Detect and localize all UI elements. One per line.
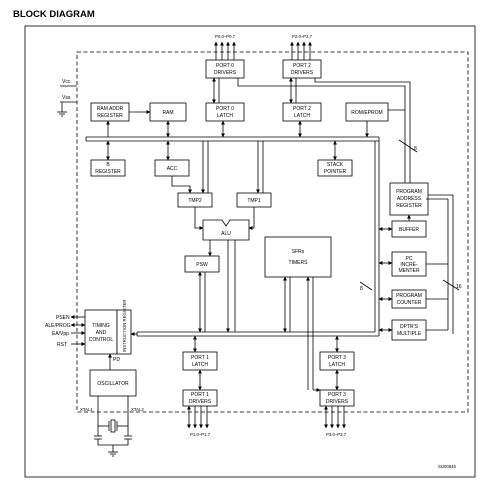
psw-block (184, 255, 220, 273)
port0-drivers-line1: PORT 0 (216, 63, 234, 69)
vcc-label: Vcc (62, 79, 71, 85)
alu-label: ALU (221, 231, 231, 237)
port3-drivers-block (319, 389, 355, 407)
ea-vpp-label: EA/Vpp (52, 331, 69, 337)
p2-pins-label: P2.0–P2.7 (292, 34, 313, 39)
port2-drivers-line2: DRIVERS (291, 70, 314, 76)
stack-line2: POINTER (324, 169, 347, 175)
p0-pin-arrows (214, 41, 236, 60)
instruction-register-label: INSTRUCTION REGISTER (122, 299, 127, 352)
program-address-register-block (389, 182, 429, 216)
pc-line1: PROGRAM (396, 293, 422, 299)
p3-pin-arrows (324, 405, 346, 429)
port0-latch-line2: LATCH (217, 113, 233, 119)
internal-data-bus (85, 136, 379, 142)
bus-width-label-16: 16 (456, 284, 462, 290)
b-register-line1: B (106, 162, 110, 168)
port2-latch-line2: LATCH (294, 113, 310, 119)
timing-control-block (84, 309, 118, 355)
buffer-label: BUFFER (399, 227, 419, 233)
port3-drivers-line1: PORT 3 (328, 392, 346, 398)
psen-label: PSEN (56, 315, 70, 321)
ale-prog-label: ALE/PROG (45, 323, 71, 329)
port0-latch-line1: PORT 0 (216, 106, 234, 112)
rst-label: RST (57, 342, 67, 348)
tmp2-label: TMP2 (188, 198, 202, 204)
pc-addr-line3: REGISTER (396, 203, 422, 209)
port1-drivers-line2: DRIVERS (189, 399, 212, 405)
psw-label: PSW (196, 262, 208, 268)
vss-label: Vss (62, 95, 71, 101)
capacitor-symbol-icon (94, 420, 132, 457)
p2-pin-arrows (290, 41, 312, 60)
sfrs-label: SFRs (292, 249, 305, 255)
pc-addr-line1: PROGRAM (396, 189, 422, 195)
pd-label: PD (113, 357, 120, 363)
figure-code: SU00845 (438, 464, 457, 469)
port2-drivers-block (282, 59, 322, 79)
port3-latch-line2: LATCH (329, 362, 345, 368)
dptr-line2: MULTIPLE (397, 331, 422, 337)
stack-line1: STACK (327, 162, 344, 168)
p0-pins-label: P0.0–P0.7 (215, 34, 236, 39)
acc-label: ACC (167, 166, 178, 172)
timing-line2: AND (96, 330, 107, 336)
crystal-symbol-icon (98, 419, 128, 433)
sfrs-timers-block (264, 236, 332, 278)
port1-latch-line2: LATCH (192, 362, 208, 368)
bus-width-label-8-top: 8 (414, 146, 417, 152)
bus-width-label-8-mid: 8 (360, 286, 363, 292)
chip-boundary (76, 51, 469, 413)
timers-label: TIMERS (289, 260, 309, 266)
p1-pins-label: P1.0–P1.7 (190, 432, 211, 437)
alu-block (202, 219, 250, 241)
port0-latch-block (205, 102, 245, 122)
pc-addr-line2: ADDRESS (397, 196, 422, 202)
address-bus-16 (426, 194, 460, 334)
port2-latch-block (282, 102, 322, 122)
rom-eprom-label: ROM/EPROM (351, 110, 382, 116)
port2-drivers-line1: PORT 2 (293, 63, 311, 69)
p3-pins-label: P3.0–P3.7 (326, 432, 347, 437)
b-register-line2: REGISTER (95, 169, 121, 175)
pc-inc-line2: INCRE- (400, 262, 418, 268)
diagram-title: BLOCK DIAGRAM (13, 9, 95, 20)
ram-addr-line2: REGISTER (97, 113, 123, 119)
timing-line3: CONTROL (89, 337, 114, 343)
oscillator-block (89, 369, 137, 397)
outer-frame (24, 25, 476, 478)
p1-pin-arrows (187, 405, 209, 429)
dptr-multiple-block (391, 319, 427, 341)
port0-drivers-line2: DRIVERS (214, 70, 237, 76)
port0-drivers-block (205, 59, 245, 79)
port1-drivers-block (182, 389, 218, 407)
pc-inc-line3: MENTER (398, 268, 420, 274)
oscillator-label: OSCILLATOR (97, 381, 129, 387)
dptr-line1: DPTR'S (400, 324, 419, 330)
port1-latch-line1: PORT 1 (191, 355, 209, 361)
ram-label: RAM (162, 110, 173, 116)
port3-drivers-line2: DRIVERS (326, 399, 349, 405)
port1-drivers-line1: PORT 1 (191, 392, 209, 398)
ram-addr-line1: RAM ADDR (97, 106, 124, 112)
port2-latch-line1: PORT 2 (293, 106, 311, 112)
timing-line1: TIMING (92, 323, 110, 329)
pc-line2: COUNTER (397, 300, 422, 306)
ground-symbol-icon (57, 102, 67, 117)
xtal2-label: XTAL2 (131, 407, 144, 412)
pc-inc-line1: PC (406, 256, 413, 262)
port3-latch-line1: PORT 3 (328, 355, 346, 361)
xtal1-label: XTAL1 (80, 407, 93, 412)
tmp1-label: TMP1 (247, 198, 261, 204)
